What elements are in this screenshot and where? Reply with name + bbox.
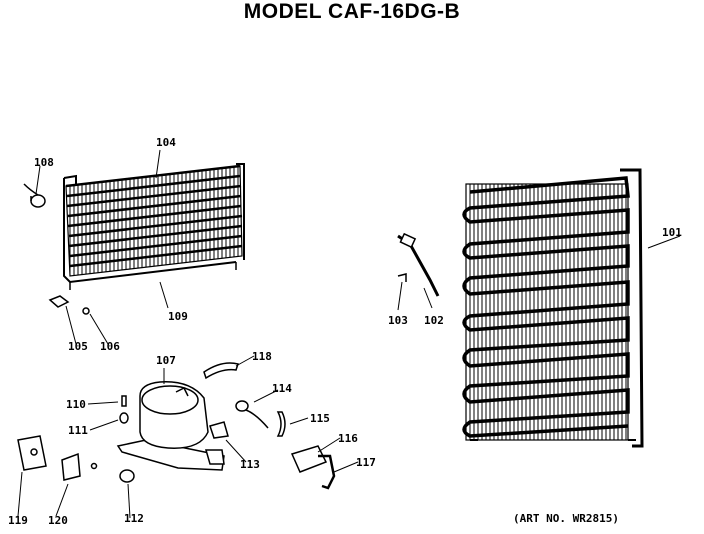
label-103: 103 <box>388 314 408 327</box>
evaporator-104 <box>63 163 245 290</box>
part-107-compressor <box>116 381 225 471</box>
label-119: 119 <box>8 514 28 527</box>
label-108: 108 <box>34 156 54 169</box>
label-104: 104 <box>156 136 176 149</box>
label-118: 118 <box>252 350 272 363</box>
diagram-title: MODEL CAF-16DG-B <box>243 0 461 23</box>
label-114: 114 <box>272 382 292 395</box>
part-119-120 <box>17 435 98 481</box>
label-111: 111 <box>68 424 88 437</box>
label-105: 105 <box>68 340 88 353</box>
label-102: 102 <box>424 314 444 327</box>
label-115: 115 <box>310 412 330 425</box>
label-112: 112 <box>124 512 144 525</box>
label-107: 107 <box>156 354 176 367</box>
part-108-thermostat <box>23 183 46 208</box>
label-110: 110 <box>66 398 86 411</box>
part-114-118 <box>203 362 336 490</box>
label-117: 117 <box>356 456 376 469</box>
part-labels: 101 102 103 104 105 106 107 108 109 110 … <box>8 136 682 527</box>
leader-lines <box>17 149 681 519</box>
label-109: 109 <box>168 310 188 323</box>
label-113: 113 <box>240 458 260 471</box>
part-110-113 <box>119 395 229 483</box>
part-105-106 <box>48 295 90 315</box>
part-102-103-cord <box>397 232 440 297</box>
label-106: 106 <box>100 340 120 353</box>
art-number: (ART NO. WR2815) <box>513 512 619 525</box>
label-120: 120 <box>48 514 68 527</box>
label-101: 101 <box>662 226 682 239</box>
condenser-101 <box>462 168 644 448</box>
label-116: 116 <box>338 432 358 445</box>
